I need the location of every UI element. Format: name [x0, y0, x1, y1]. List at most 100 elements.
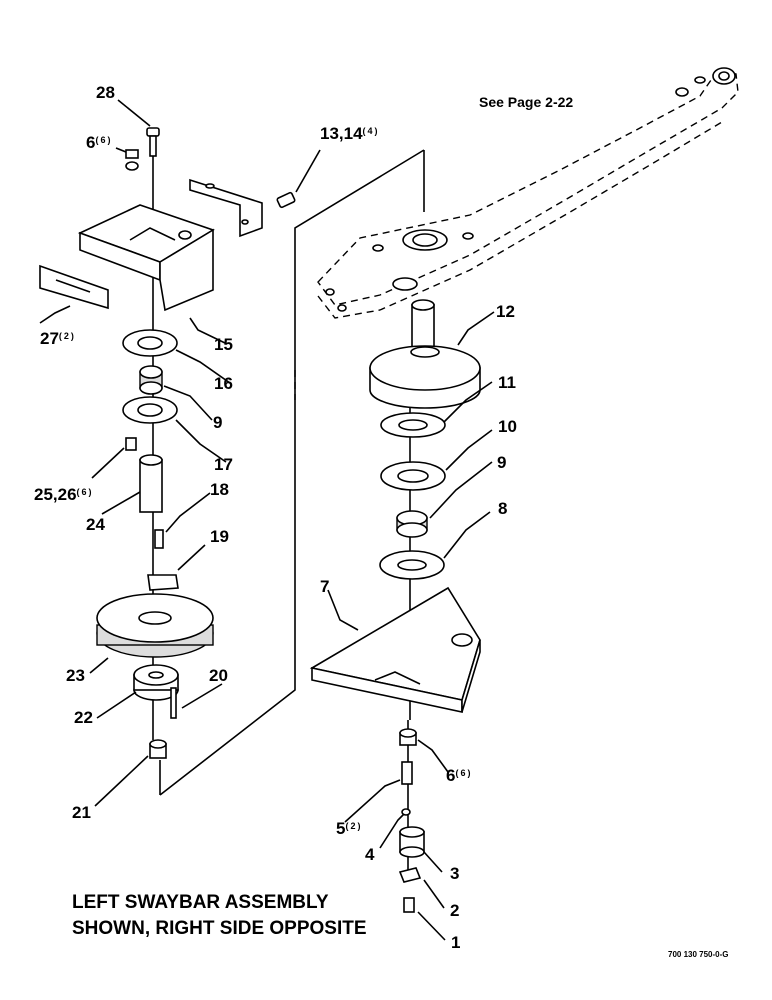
callout-number: 6 — [86, 133, 96, 152]
see-page-note: See Page 2-22 — [479, 94, 574, 110]
callout-quantity: (2) — [58, 331, 76, 341]
callout-17: 17 — [214, 456, 233, 473]
callout-number: 8 — [498, 499, 508, 518]
part-3-bushing — [399, 826, 425, 858]
part-4-washer — [401, 808, 411, 816]
callout-28: 28 — [96, 84, 115, 101]
callout-number: 23 — [66, 666, 85, 685]
part-9-bearing-lower — [396, 510, 428, 538]
part-7-bracket — [309, 586, 481, 713]
part-side-plate-upper — [189, 178, 263, 238]
callout-8: 8 — [498, 500, 507, 517]
part-17-flange — [122, 396, 178, 424]
callout-3: 3 — [450, 865, 459, 882]
part-15-bracket — [77, 204, 215, 312]
callout-number: 3 — [450, 864, 460, 883]
callout-quantity: (2) — [345, 821, 363, 831]
callout-number: 5 — [336, 819, 346, 838]
callout-15: 15 — [214, 336, 233, 353]
callout-number: 16 — [214, 374, 233, 393]
callout-number: 11 — [498, 373, 516, 392]
part-21-bushing — [149, 739, 167, 759]
part-6-nut-upper — [125, 149, 139, 171]
callout-number: 12 — [496, 302, 515, 321]
callout-18: 18 — [210, 481, 229, 498]
callout-number: 28 — [96, 83, 115, 102]
caption-line-2: SHOWN, RIGHT SIDE OPPOSITE — [72, 918, 367, 939]
callout-quantity: (6) — [455, 768, 473, 778]
callout-24: 24 — [86, 516, 105, 533]
callout-12: 12 — [496, 303, 515, 320]
callout-number: 20 — [209, 666, 228, 685]
callout-19: 19 — [210, 528, 229, 545]
callout-4: 4 — [365, 846, 374, 863]
callout-number: 13,14 — [320, 124, 363, 143]
callout-number: 7 — [320, 577, 330, 596]
part-27-side-plate — [39, 264, 109, 310]
part-11-washer — [380, 412, 446, 438]
callout-20: 20 — [209, 667, 228, 684]
part-24-spacer — [139, 454, 163, 513]
part-8-flange — [379, 550, 445, 580]
part-18-screw — [154, 529, 164, 549]
swaybar-arm — [317, 67, 739, 319]
part-10-flange — [380, 461, 446, 491]
callout-25-26: 25,26(6) — [34, 486, 94, 503]
callout-number: 9 — [497, 453, 507, 472]
assembly-caption: LEFT SWAYBAR ASSEMBLY SHOWN, RIGHT SIDE … — [72, 890, 367, 942]
callout-number: 24 — [86, 515, 105, 534]
callout-quantity: (6) — [76, 487, 94, 497]
part-2-plate — [398, 867, 422, 883]
part-12-hub — [369, 299, 481, 409]
part-5-screw — [401, 761, 413, 785]
callout-number: 17 — [214, 455, 233, 474]
part-9-bearing-upper — [139, 365, 163, 395]
callout-number: 10 — [498, 417, 517, 436]
callout-7: 7 — [320, 578, 329, 595]
drawing-number: 700 130 750-0-G — [668, 950, 729, 959]
part-1-screw — [403, 897, 415, 913]
callout-number: 6 — [446, 766, 456, 785]
callout-number: 1 — [451, 933, 461, 952]
callout-number: 9 — [213, 413, 223, 432]
callout-10: 10 — [498, 418, 517, 435]
leader-lines — [39, 99, 495, 941]
callout-number: 2 — [450, 901, 460, 920]
callout-13-14: 13,14(4) — [320, 125, 380, 142]
callout-9-lower: 9 — [497, 454, 506, 471]
part-28-bolt — [146, 127, 160, 157]
callout-5: 5(2) — [336, 820, 362, 837]
part-23-pulley — [96, 593, 214, 658]
part-16-flange — [122, 329, 178, 357]
callout-21: 21 — [72, 804, 91, 821]
part-13-14-bolt — [276, 191, 296, 209]
callout-number: 19 — [210, 527, 229, 546]
callout-quantity: (6) — [95, 135, 113, 145]
callout-27: 27(2) — [40, 330, 76, 347]
callout-number: 22 — [74, 708, 93, 727]
part-25-26-screw — [125, 437, 137, 451]
callout-number: 4 — [365, 845, 375, 864]
callout-number: 21 — [72, 803, 91, 822]
callout-9-upper: 9 — [213, 414, 222, 431]
caption-line-1: LEFT SWAYBAR ASSEMBLY — [72, 892, 329, 913]
callout-quantity: (4) — [362, 126, 380, 136]
callout-6-upper: 6(6) — [86, 134, 112, 151]
callout-number: 27 — [40, 329, 59, 348]
callout-23: 23 — [66, 667, 85, 684]
callout-2: 2 — [450, 902, 459, 919]
callout-16: 16 — [214, 375, 233, 392]
callout-number: 25,26 — [34, 485, 77, 504]
callout-1: 1 — [451, 934, 460, 951]
part-19-plate — [147, 574, 179, 591]
callout-number: 18 — [210, 480, 229, 499]
part-20-pin — [170, 687, 177, 719]
callout-11: 11 — [498, 374, 516, 391]
part-22-hub — [133, 664, 179, 701]
callout-6-lower: 6(6) — [446, 767, 472, 784]
part-6-nut-lower — [399, 728, 417, 746]
callout-number: 15 — [214, 335, 233, 354]
callout-22: 22 — [74, 709, 93, 726]
